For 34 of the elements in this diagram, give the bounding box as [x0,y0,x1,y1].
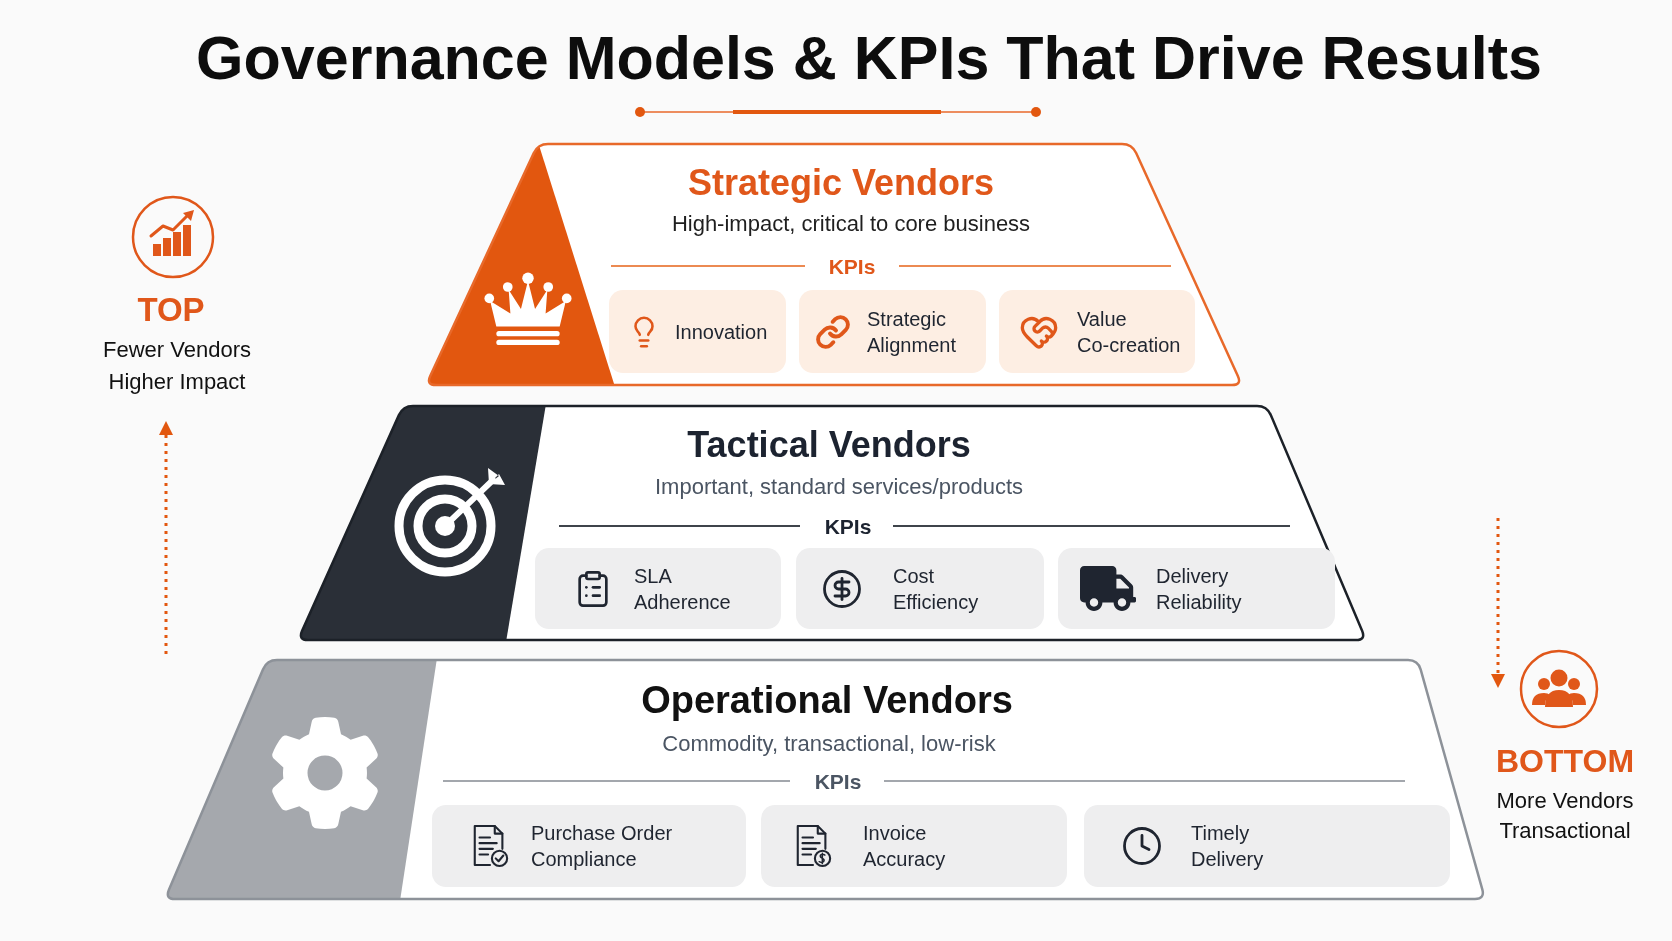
level-note: Higher Impact [108,371,246,393]
kpi-card [535,548,781,629]
kpi-card [799,290,986,373]
level-note: Transactional [1499,820,1631,842]
kpi-card [432,805,746,887]
page-title: Governance Models & KPIs That Drive Results [196,27,1542,89]
kpi-label: Cost Efficiency [893,563,980,615]
kpi-label: Strategic Alignment [867,306,957,358]
level-label: BOTTOM [1495,745,1635,777]
kpi-card [796,548,1044,629]
kpi-heading: KPIs [824,515,872,537]
kpi-label: Innovation [675,319,768,345]
kpi-label: Value Co-creation [1077,306,1182,358]
level-label: TOP [137,292,205,326]
tier-title: Strategic Vendors [687,165,995,201]
level-note: More Vendors [1496,790,1634,812]
tier-title: Tactical Vendors [687,427,971,463]
kpi-heading: KPIs [814,770,862,792]
kpi-label: Delivery Reliability [1156,563,1243,615]
kpi-label: Invoice Accuracy [863,821,947,872]
kpi-label: Timely Delivery [1191,821,1265,872]
kpi-card [999,290,1195,373]
kpi-card [1084,805,1450,887]
kpi-label: SLA Adherence [634,563,732,615]
tier-description: High-impact, critical to core business [671,213,1031,235]
level-note: Fewer Vendors [103,339,251,361]
kpi-card [609,290,786,373]
kpi-label: Purchase Order Compliance [531,821,674,872]
kpi-card [761,805,1067,887]
tier-title: Operational Vendors [641,681,1013,719]
kpi-heading: KPIs [828,255,876,277]
kpi-card [1058,548,1335,629]
tier-description: Commodity, transactional, low-risk [662,733,996,755]
tier-description: Important, standard services/products [654,476,1024,498]
